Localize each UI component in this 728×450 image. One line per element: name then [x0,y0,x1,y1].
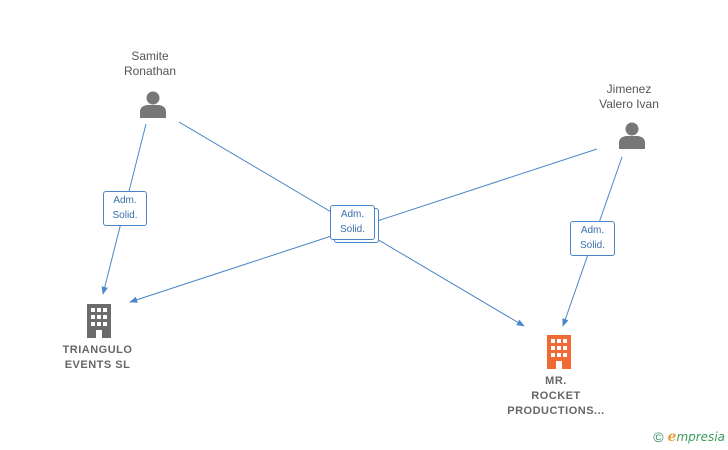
relation-badge[interactable]: Adm. Solid. [570,221,615,256]
relation-badge[interactable]: Adm. Solid. [330,205,375,240]
company-name-line3: PRODUCTIONS... [507,405,605,417]
person-label-samite: Samite Ronathan [100,49,200,79]
building-icon[interactable] [85,304,113,338]
company-name-line2: ROCKET [531,390,581,402]
brand-watermark: © empresia [653,429,725,445]
company-name-line2: EVENTS SL [64,359,131,371]
company-name-line1: TRIANGULO [62,344,133,356]
person-name-line1: Jimenez [606,82,652,96]
person-label-jimenez: Jimenez Valero Ivan [579,82,679,112]
person-name-line2: Valero Ivan [599,97,659,111]
company-label-rocket[interactable]: MR. ROCKET PRODUCTIONS... [490,374,622,419]
person-icon[interactable] [617,120,647,150]
copyright-icon: © [653,429,664,445]
brand-logo: empresia [667,429,725,445]
person-icon[interactable] [138,89,168,119]
relation-badge[interactable]: Adm. Solid. [103,191,147,226]
person-name-line1: Samite [131,49,169,63]
person-name-line2: Ronathan [123,64,177,78]
company-label-triangulo[interactable]: TRIANGULO EVENTS SL [45,343,150,373]
building-icon[interactable] [544,335,574,369]
company-name-line1: MR. [545,375,567,387]
